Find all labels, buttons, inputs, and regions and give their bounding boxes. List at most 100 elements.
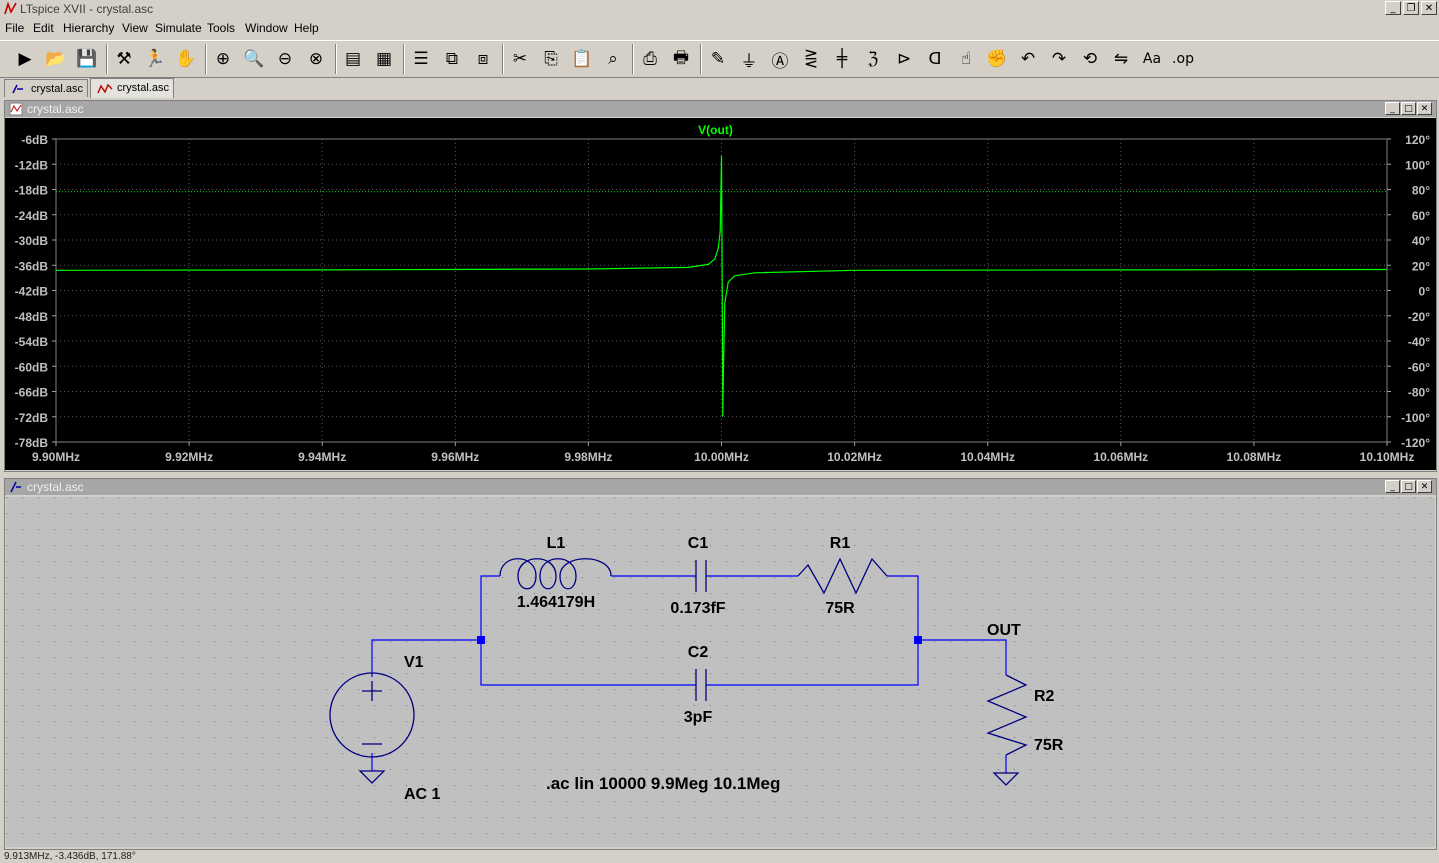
- menu-hierarchy[interactable]: Hierarchy: [63, 21, 115, 35]
- schematic-window[interactable]: crystal.asc _ □ ✕: [4, 478, 1437, 850]
- plot-minimize-button[interactable]: _: [1385, 102, 1400, 115]
- print-preview-button[interactable]: ⎙: [637, 46, 663, 72]
- schematic-maximize-button[interactable]: □: [1401, 480, 1416, 493]
- close-button[interactable]: ✕: [1421, 1, 1437, 15]
- autorange-button[interactable]: ▤: [340, 46, 366, 72]
- y-tick-label: -36dB: [15, 259, 49, 273]
- text-icon: Aa: [1142, 51, 1162, 67]
- move-button[interactable]: ☝: [953, 46, 979, 72]
- waveform-button[interactable]: ▦: [371, 46, 397, 72]
- ground-button[interactable]: ⏚: [736, 46, 762, 72]
- zoom-button[interactable]: 🔍: [241, 46, 267, 72]
- y-tick-label: -12dB: [15, 158, 49, 172]
- mirror-icon: ⇋: [1113, 49, 1129, 69]
- halt-button[interactable]: 🏃: [142, 46, 168, 72]
- y-right-tick-label: -120°: [1401, 436, 1430, 450]
- cascade-button[interactable]: ⧉: [439, 46, 465, 72]
- copy-button[interactable]: ⎘: [538, 46, 564, 72]
- resistor-button[interactable]: ⋛: [798, 46, 824, 72]
- pan-icon: ✋: [175, 49, 197, 69]
- y-tick-label: -54dB: [15, 335, 49, 349]
- undo-button[interactable]: ↶: [1015, 46, 1041, 72]
- menu-window[interactable]: Window: [245, 21, 288, 35]
- inductor-button[interactable]: ℨ: [860, 46, 886, 72]
- junction-dot[interactable]: [914, 636, 922, 644]
- menu-file[interactable]: File: [5, 21, 25, 35]
- drag-button[interactable]: ✊: [984, 46, 1010, 72]
- zoom-fit-button[interactable]: ⊗: [303, 46, 329, 72]
- plot-maximize-button[interactable]: □: [1401, 102, 1416, 115]
- tab-schematic[interactable]: crystal.asc: [4, 79, 88, 97]
- pan-button[interactable]: ✋: [173, 46, 199, 72]
- schematic-close-button[interactable]: ✕: [1417, 480, 1432, 493]
- menu-edit[interactable]: Edit: [33, 21, 54, 35]
- toolbar-separator: [335, 44, 337, 74]
- control-panel-button[interactable]: ⚒: [111, 46, 137, 72]
- draw-wire-button[interactable]: ✎: [705, 46, 731, 72]
- waveform-icon: ▦: [375, 49, 393, 69]
- inductor-l1[interactable]: [499, 558, 612, 590]
- save-button[interactable]: 💾: [74, 46, 100, 72]
- capacitor-button[interactable]: ╪: [829, 46, 855, 72]
- menu-help[interactable]: Help: [294, 21, 319, 35]
- menu-view[interactable]: View: [122, 21, 148, 35]
- resistor-icon: ⋛: [803, 49, 819, 69]
- zoom-fit-icon: ⊗: [308, 49, 324, 69]
- capacitor-c2[interactable]: [695, 669, 707, 701]
- minimize-button[interactable]: _: [1385, 1, 1401, 15]
- cut-button[interactable]: ✂: [507, 46, 533, 72]
- menu-tools[interactable]: Tools: [207, 21, 236, 35]
- text-button[interactable]: Aa: [1139, 46, 1165, 72]
- spice-directive[interactable]: .ac lin 10000 9.9Meg 10.1Meg: [546, 774, 780, 793]
- voltage-source-v1[interactable]: [329, 672, 415, 758]
- y-tick-label: -24dB: [15, 209, 49, 223]
- rotate-button[interactable]: ⟲: [1077, 46, 1103, 72]
- tab-waveform-label: crystal.asc: [117, 82, 169, 94]
- menu-bar: File Edit Hierarchy View Simulate Tools …: [0, 18, 1439, 38]
- redo-button[interactable]: ↷: [1046, 46, 1072, 72]
- net-label-out[interactable]: OUT: [987, 622, 1021, 639]
- r2-ref: R2: [1034, 688, 1055, 705]
- x-tick-label: 10.10MHz: [1360, 450, 1415, 464]
- resistor-r2[interactable]: [986, 674, 1028, 756]
- y-right-tick-label: 100°: [1405, 158, 1430, 172]
- spice-directive-button[interactable]: .op: [1170, 46, 1196, 72]
- schematic-icon: [12, 84, 23, 94]
- tab-waveform[interactable]: crystal.asc: [90, 78, 174, 98]
- diode-button[interactable]: ⊳: [891, 46, 917, 72]
- x-tick-label: 9.90MHz: [32, 450, 80, 464]
- tile-vertical-button[interactable]: ⧈: [470, 46, 496, 72]
- junction-dot[interactable]: [477, 636, 485, 644]
- zoom-out-button[interactable]: ⊖: [272, 46, 298, 72]
- toolbar-separator: [632, 44, 634, 74]
- waveform-window-icon: [9, 102, 23, 116]
- resistor-r1[interactable]: [797, 557, 888, 595]
- label-net-button[interactable]: Ⓐ: [767, 46, 793, 72]
- print-button[interactable]: 🖶: [668, 46, 694, 72]
- schematic-canvas[interactable]: L1 1.464179H C1 0.173fF R1 75R C2 3pF V1…: [6, 497, 1435, 847]
- open-button[interactable]: 📂: [43, 46, 69, 72]
- capacitor-c1[interactable]: [695, 560, 707, 592]
- restore-button[interactable]: ❐: [1403, 1, 1419, 15]
- schematic-window-titlebar[interactable]: crystal.asc _ □ ✕: [5, 479, 1436, 495]
- x-tick-label: 10.06MHz: [1093, 450, 1148, 464]
- zoom-in-button[interactable]: ⊕: [210, 46, 236, 72]
- menu-simulate[interactable]: Simulate: [155, 21, 202, 35]
- y-tick-label: -48dB: [15, 310, 49, 324]
- mirror-button[interactable]: ⇋: [1108, 46, 1134, 72]
- schematic-minimize-button[interactable]: _: [1385, 480, 1400, 493]
- plot-window-titlebar[interactable]: crystal.asc _ □ ✕: [5, 101, 1436, 117]
- y-tick-label: -78dB: [15, 436, 49, 450]
- paste-icon: 📋: [571, 49, 593, 69]
- find-button[interactable]: ⌕: [600, 46, 626, 72]
- component-icon: ᗡ: [928, 49, 942, 69]
- component-button[interactable]: ᗡ: [922, 46, 948, 72]
- plot-close-button[interactable]: ✕: [1417, 102, 1432, 115]
- paste-button[interactable]: 📋: [569, 46, 595, 72]
- y-tick-label: -6dB: [21, 133, 48, 147]
- run-button[interactable]: ▶: [12, 46, 38, 72]
- tile-horizontal-button[interactable]: ☰: [408, 46, 434, 72]
- app-title-bar[interactable]: LTspice XVII - crystal.asc _ ❐ ✕: [0, 0, 1439, 18]
